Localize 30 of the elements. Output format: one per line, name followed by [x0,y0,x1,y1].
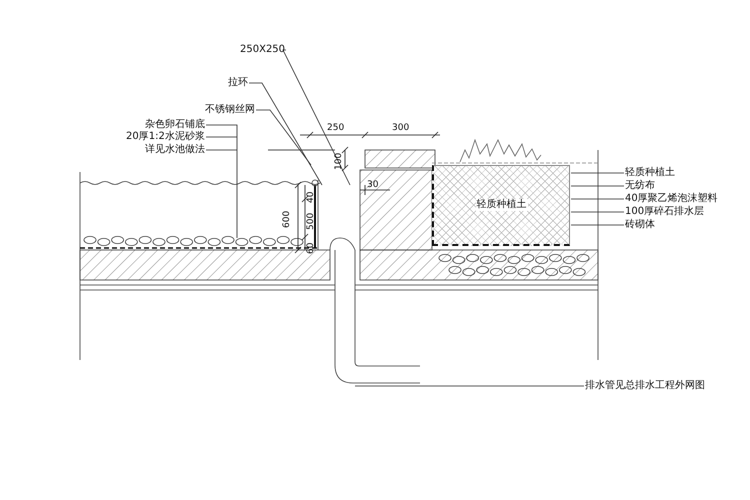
leader-line [206,136,238,138]
leader-line [570,172,624,174]
dimension-text: 40 [306,192,316,203]
callout-text: 排水管见总排水工程外网图 [585,380,705,392]
leader-line [256,110,312,166]
callout-text: 轻质种植土 [625,167,675,179]
callout-text: 不锈钢丝网 [205,104,255,116]
leader-line [248,82,322,186]
callout-text: 100厚碎石排水层 [625,206,704,218]
callout-text: 40厚聚乙烯泡沫塑料 [625,193,718,205]
callout-text: 杂色卵石铺底 [145,119,205,131]
dimension-text: 500 [306,212,316,230]
callout-text: 详见水池做法 [145,144,205,156]
callout-text: 砖砌体 [625,219,655,231]
callout-text: 250X250 [240,44,286,56]
leader-line [570,198,624,200]
leader-line [206,124,238,238]
dimension-text: 250 [327,123,344,133]
callout-text: 无纺布 [625,180,655,192]
dimension-text: 30 [367,180,378,190]
callout-text: 20厚1:2水泥砂浆 [126,131,205,143]
planting-soil-area [432,165,570,246]
leader-line [282,50,350,186]
leader-line [570,224,624,226]
dimension-text: 100 [334,152,344,170]
dimension-text: 300 [392,123,410,133]
area-label: 轻质种植土 [476,199,528,211]
callout-text: 拉环 [228,77,248,89]
dimension-text: 600 [282,210,292,228]
dimension-text: 60 [306,242,316,254]
